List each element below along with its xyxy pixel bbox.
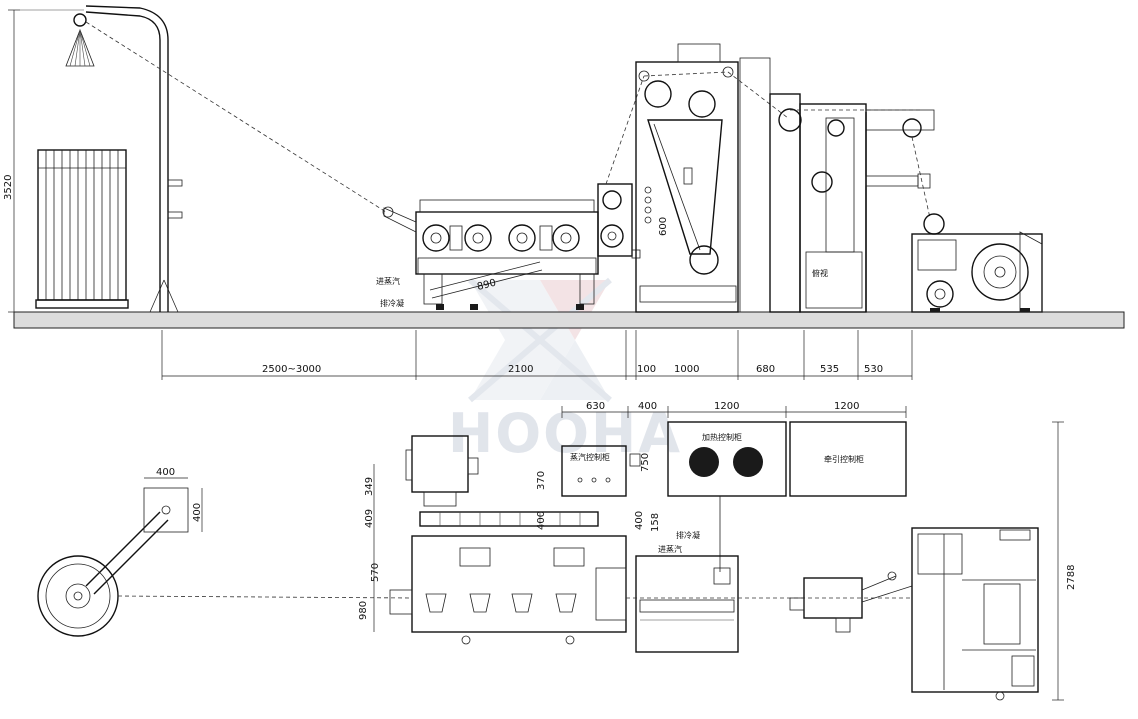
plan-label-steam-in: 进蒸汽 (658, 544, 682, 554)
dim-setting-length: 680 (756, 364, 775, 375)
stretching-unit: 890 (382, 199, 599, 310)
setting-box-mark: 俯视 (812, 268, 828, 278)
height-dimension: 3520 (3, 9, 20, 313)
winding-machine (911, 213, 1043, 313)
dim-panel-gap: 400 (638, 401, 657, 412)
dim-belt-offset: 409 (364, 509, 375, 528)
steam-control-panel: 蒸汽控制柜 (561, 445, 641, 497)
steam-tank-tower: 600 (605, 43, 789, 313)
heat-control-cabinet: 加热控制柜 (667, 421, 787, 572)
winder-plan (911, 527, 1039, 701)
dim-stretch-length: 2100 (508, 364, 533, 375)
yarn-guide-cone (65, 13, 95, 67)
dim-creel-distance: 2500~3000 (262, 364, 321, 375)
yarn-cage (35, 149, 129, 309)
dim-cabinet-depth: 750 (640, 453, 651, 472)
dim-winder-gap: 530 (864, 364, 883, 375)
dim-panel-offset: 400 (536, 511, 547, 530)
stretch-body-plan (389, 535, 627, 645)
godet-rollers (422, 224, 580, 252)
steam-panel-label: 蒸汽控制柜 (570, 452, 610, 462)
dim-heat-cabinet-width: 1200 (714, 401, 739, 412)
creel-width-dim: 400 (156, 467, 175, 478)
pull-panel-label: 牵引控制柜 (824, 454, 864, 464)
pull-control-cabinet: 牵引控制柜 (789, 421, 907, 497)
setting-plan (789, 571, 913, 633)
dim-gap: 100 (637, 364, 656, 375)
transfer-godet (597, 183, 652, 259)
steam-tank-plan: 进蒸汽 排冷凝 (635, 530, 739, 653)
dim-panel-depth: 370 (536, 471, 547, 490)
ground-line (13, 311, 1125, 329)
dim-dancer-length: 535 (820, 364, 839, 375)
dim-steam-panel-width: 630 (586, 401, 605, 412)
dim-motor-height: 349 (364, 477, 375, 496)
dancer-frame (790, 109, 935, 312)
watermark-text: HOOHA (448, 402, 682, 465)
guide-mast (20, 5, 183, 313)
dim-body-depth: 980 (358, 601, 369, 620)
setting-box: 俯视 (739, 57, 867, 313)
creel-plan: 400 400 (37, 467, 413, 637)
plan-top-dims: 630 400 1200 1200 370 400 158 750 400 (536, 401, 907, 532)
creel-depth-dim: 400 (192, 503, 203, 522)
label-steam-in: 进蒸汽 (376, 276, 400, 286)
plan-right-dim: 2788 (1052, 421, 1077, 701)
tank-height-dim: 600 (658, 217, 669, 236)
dim-total-depth: 2788 (1066, 565, 1077, 590)
height-dim-text: 3520 (3, 175, 14, 200)
dim-tank-offset: 158 (650, 513, 661, 532)
plan-label-drain: 排冷凝 (676, 530, 700, 540)
belt-length-dim: 890 (476, 278, 497, 293)
yarn-path-line (85, 21, 387, 213)
watermark-logo (468, 277, 612, 403)
bottom-dimensions: 2500~3000 2100 100 1000 680 535 530 (161, 330, 913, 380)
dim-pull-cabinet-width: 1200 (834, 401, 859, 412)
dim-tank-length: 1000 (674, 364, 699, 375)
label-drain: 排冷凝 (380, 298, 404, 308)
plan-left-dims: 349 409 980 570 (358, 464, 381, 632)
dim-body-inner: 570 (370, 563, 381, 582)
motor-plan (405, 435, 599, 527)
dim-small-gap: 400 (634, 511, 645, 530)
heat-panel-label: 加热控制柜 (702, 432, 742, 442)
